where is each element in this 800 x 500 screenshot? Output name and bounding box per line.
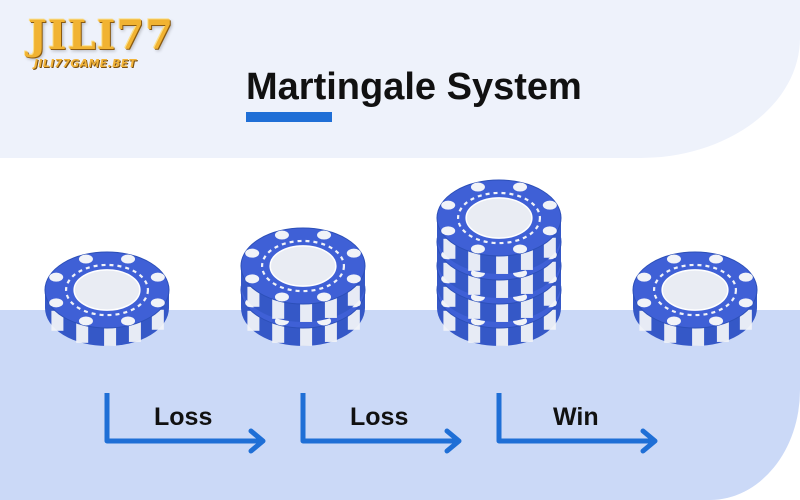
step-label-win: Win [553, 403, 599, 431]
arrow-right-icon [496, 393, 658, 454]
poker-chip-icon [632, 251, 758, 346]
step-label-loss-2: Loss [350, 403, 409, 431]
logo-text: JILI77 [28, 12, 175, 59]
step-label-loss-1: Loss [154, 403, 213, 431]
chip-stack-after-second-loss [436, 179, 562, 346]
chip-stack-after-first-loss [240, 227, 366, 346]
page-title: Martingale System [246, 66, 582, 108]
arrow-right-icon [300, 393, 462, 454]
chip-stack-after-win [632, 251, 758, 346]
poker-chip-icon [44, 251, 170, 346]
brand-logo: JILI77 JILI77GAME.BET [28, 14, 178, 70]
chip-stack-initial-bet [44, 251, 170, 346]
poker-chip-icon [436, 179, 562, 274]
header-band [0, 0, 800, 158]
arrow-right-icon [104, 393, 266, 454]
poker-chip-icon [240, 227, 366, 322]
logo-subtext: JILI77GAME.BET [34, 57, 137, 70]
title-underline [246, 112, 332, 122]
